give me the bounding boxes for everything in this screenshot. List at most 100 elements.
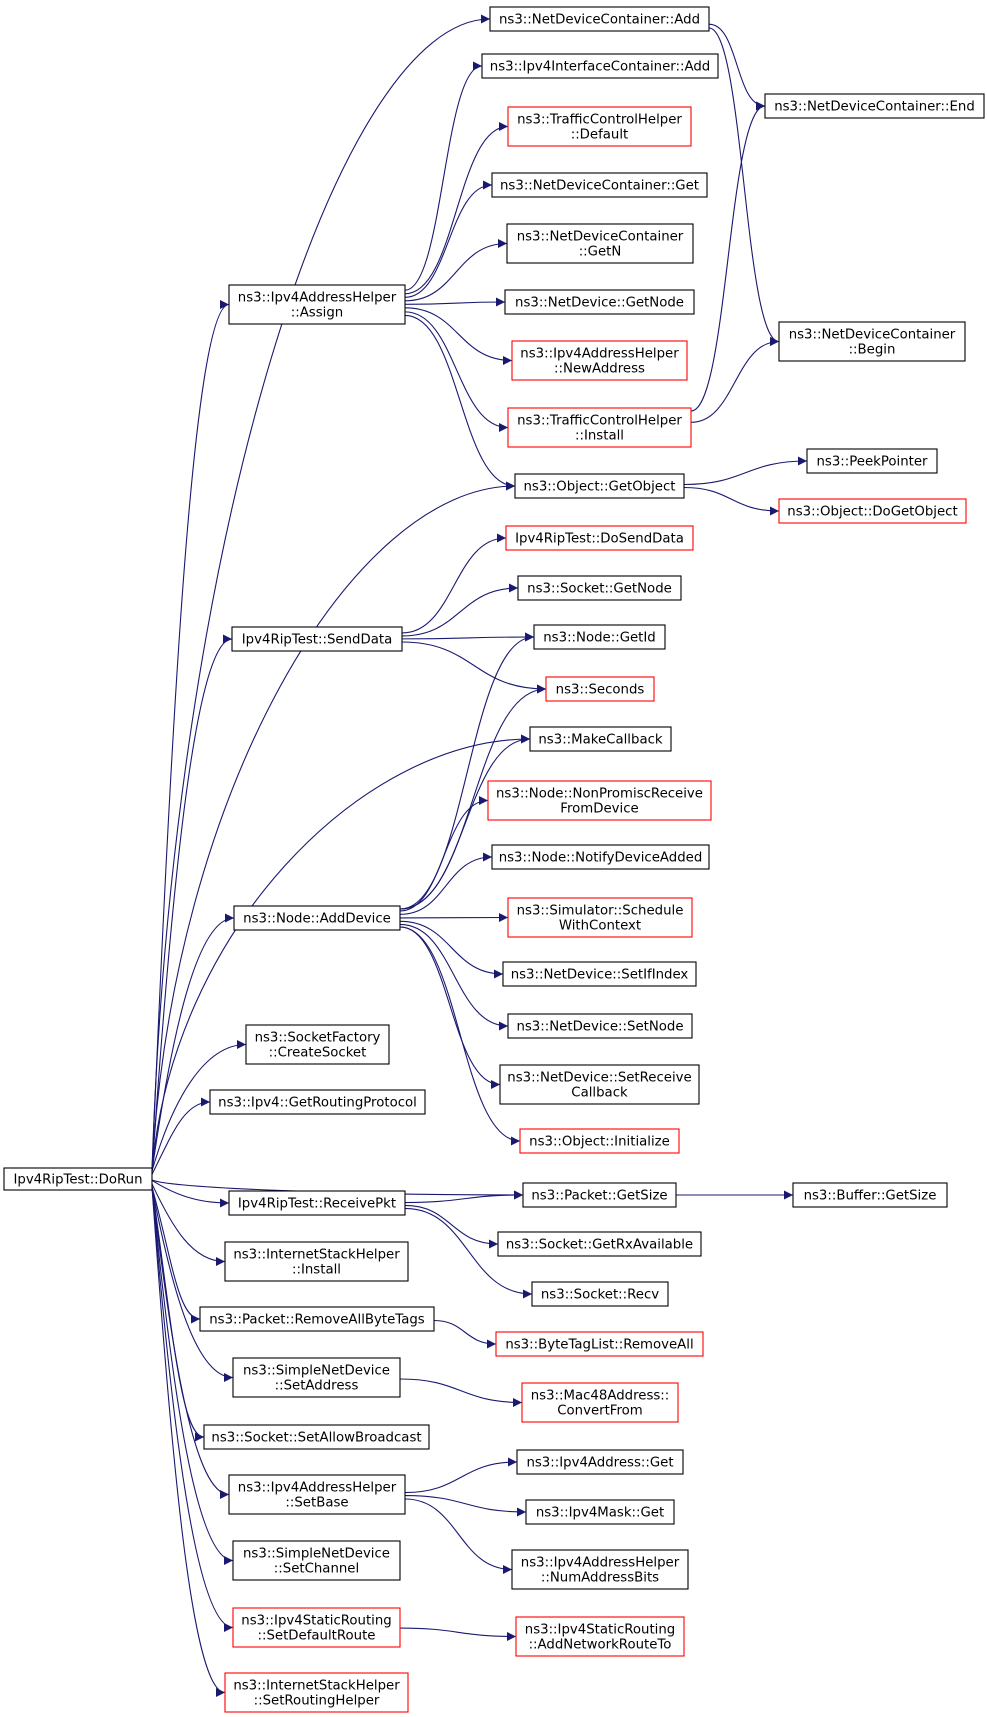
node-sock-getrx[interactable]: ns3::Socket::GetRxAvailable: [497, 1231, 702, 1257]
node-ipv4-getrouting[interactable]: ns3::Ipv4::GetRoutingProtocol: [209, 1089, 426, 1115]
node-box[interactable]: [545, 676, 655, 702]
node-sockfactory-create[interactable]: ns3::SocketFactory::CreateSocket: [245, 1024, 390, 1065]
node-box[interactable]: [792, 1182, 948, 1208]
node-box[interactable]: [232, 1357, 401, 1398]
node-box[interactable]: [232, 1607, 401, 1648]
node-ndc-end[interactable]: ns3::NetDeviceContainer::End: [764, 93, 985, 119]
node-ipc-add[interactable]: ns3::Ipv4InterfaceContainer::Add: [481, 53, 719, 79]
node-tch-default[interactable]: ns3::TrafficControlHelper::Default: [507, 106, 692, 147]
node-box[interactable]: [511, 340, 688, 381]
node-sock-getnode[interactable]: ns3::Socket::GetNode: [517, 575, 682, 601]
node-isr-setdefault[interactable]: ns3::Ipv4StaticRouting::SetDefaultRoute: [232, 1607, 401, 1648]
node-box[interactable]: [778, 498, 967, 524]
node-box[interactable]: [499, 1064, 700, 1105]
node-makecallback[interactable]: ns3::MakeCallback: [529, 726, 672, 752]
node-box[interactable]: [778, 321, 966, 362]
node-box[interactable]: [245, 1024, 390, 1065]
node-box[interactable]: [487, 780, 712, 821]
node-btl-removeall[interactable]: ns3::ByteTagList::RemoveAll: [495, 1331, 704, 1357]
node-box[interactable]: [507, 407, 692, 448]
node-ipv4mask-get[interactable]: ns3::Ipv4Mask::Get: [525, 1499, 675, 1525]
node-dosenddata[interactable]: Ipv4RipTest::DoSendData: [505, 525, 694, 551]
node-ndc-get[interactable]: ns3::NetDeviceContainer::Get: [491, 172, 708, 198]
node-box[interactable]: [489, 6, 710, 32]
node-nd-setnode[interactable]: ns3::NetDevice::SetNode: [507, 1013, 693, 1039]
node-isr-addnetwork[interactable]: ns3::Ipv4StaticRouting::AddNetworkRouteT…: [515, 1616, 685, 1657]
node-sock-setbroadcast[interactable]: ns3::Socket::SetAllowBroadcast: [203, 1424, 430, 1450]
node-mac48-convert[interactable]: ns3::Mac48Address::ConvertFrom: [521, 1382, 679, 1423]
node-box[interactable]: [209, 1089, 426, 1115]
node-ipv4addr-get[interactable]: ns3::Ipv4Address::Get: [516, 1449, 684, 1475]
node-iah-newaddr[interactable]: ns3::Ipv4AddressHelper::NewAddress: [511, 340, 688, 381]
node-iah-numbits[interactable]: ns3::Ipv4AddressHelper::NumAddressBits: [511, 1549, 689, 1590]
node-tch-install[interactable]: ns3::TrafficControlHelper::Install: [507, 407, 692, 448]
node-receivepkt[interactable]: Ipv4RipTest::ReceivePkt: [228, 1190, 406, 1216]
node-box[interactable]: [232, 1540, 401, 1581]
node-ish-install[interactable]: ns3::InternetStackHelper::Install: [224, 1241, 409, 1282]
node-pkt-getsize[interactable]: ns3::Packet::GetSize: [522, 1182, 677, 1208]
node-box[interactable]: [511, 1549, 689, 1590]
node-box[interactable]: [233, 905, 401, 931]
node-box[interactable]: [506, 223, 694, 264]
node-ndc-begin[interactable]: ns3::NetDeviceContainer::Begin: [778, 321, 966, 362]
node-ish-setrouting[interactable]: ns3::InternetStackHelper::SetRoutingHelp…: [224, 1672, 409, 1713]
node-box[interactable]: [806, 448, 938, 474]
node-box[interactable]: [507, 897, 693, 938]
node-snd-setaddress[interactable]: ns3::SimpleNetDevice::SetAddress: [232, 1357, 401, 1398]
node-box[interactable]: [521, 1382, 679, 1423]
node-box[interactable]: [533, 624, 666, 650]
node-box[interactable]: [481, 53, 719, 79]
node-box[interactable]: [203, 1424, 430, 1450]
node-iah-setbase[interactable]: ns3::Ipv4AddressHelper::SetBase: [228, 1474, 406, 1515]
node-box[interactable]: [505, 525, 694, 551]
node-box[interactable]: [224, 1672, 409, 1713]
node-box[interactable]: [517, 575, 682, 601]
node-box[interactable]: [525, 1499, 675, 1525]
node-box[interactable]: [507, 106, 692, 147]
node-peekpointer[interactable]: ns3::PeekPointer: [806, 448, 938, 474]
node-node-notify[interactable]: ns3::Node::NotifyDeviceAdded: [491, 844, 710, 870]
node-box[interactable]: [764, 93, 985, 119]
node-buf-getsize[interactable]: ns3::Buffer::GetSize: [792, 1182, 948, 1208]
node-box[interactable]: [507, 1013, 693, 1039]
node-box[interactable]: [504, 289, 695, 315]
node-node-adddevice[interactable]: ns3::Node::AddDevice: [233, 905, 401, 931]
node-pkt-removebytetags[interactable]: ns3::Packet::RemoveAllByteTags: [199, 1306, 435, 1332]
node-box[interactable]: [228, 1190, 406, 1216]
node-box[interactable]: [515, 1616, 685, 1657]
node-obj-initialize[interactable]: ns3::Object::Initialize: [519, 1128, 680, 1154]
node-box[interactable]: [516, 1449, 684, 1475]
node-nd-setifindex[interactable]: ns3::NetDevice::SetIfIndex: [502, 961, 697, 987]
node-box[interactable]: [3, 1167, 153, 1191]
node-box[interactable]: [199, 1306, 435, 1332]
node-iah-assign[interactable]: ns3::Ipv4AddressHelper::Assign: [228, 284, 406, 325]
node-box[interactable]: [502, 961, 697, 987]
node-box[interactable]: [514, 473, 685, 499]
node-senddata[interactable]: Ipv4RipTest::SendData: [231, 626, 403, 652]
node-box[interactable]: [228, 1474, 406, 1515]
node-dorun[interactable]: Ipv4RipTest::DoRun: [3, 1167, 153, 1191]
node-box[interactable]: [231, 626, 403, 652]
node-nd-getnode[interactable]: ns3::NetDevice::GetNode: [504, 289, 695, 315]
node-box[interactable]: [519, 1128, 680, 1154]
node-box[interactable]: [497, 1231, 702, 1257]
node-box[interactable]: [495, 1331, 704, 1357]
node-box[interactable]: [491, 844, 710, 870]
node-obj-getobject[interactable]: ns3::Object::GetObject: [514, 473, 685, 499]
node-box[interactable]: [491, 172, 708, 198]
node-seconds[interactable]: ns3::Seconds: [545, 676, 655, 702]
node-snd-setchannel[interactable]: ns3::SimpleNetDevice::SetChannel: [232, 1540, 401, 1581]
node-ndc-getn[interactable]: ns3::NetDeviceContainer::GetN: [506, 223, 694, 264]
node-obj-dogetobject[interactable]: ns3::Object::DoGetObject: [778, 498, 967, 524]
node-box[interactable]: [522, 1182, 677, 1208]
node-box[interactable]: [529, 726, 672, 752]
node-sock-recv[interactable]: ns3::Socket::Recv: [531, 1281, 669, 1307]
node-box[interactable]: [224, 1241, 409, 1282]
node-box[interactable]: [228, 284, 406, 325]
node-box[interactable]: [531, 1281, 669, 1307]
node-node-getid[interactable]: ns3::Node::GetId: [533, 624, 666, 650]
node-ndc-add[interactable]: ns3::NetDeviceContainer::Add: [489, 6, 710, 32]
